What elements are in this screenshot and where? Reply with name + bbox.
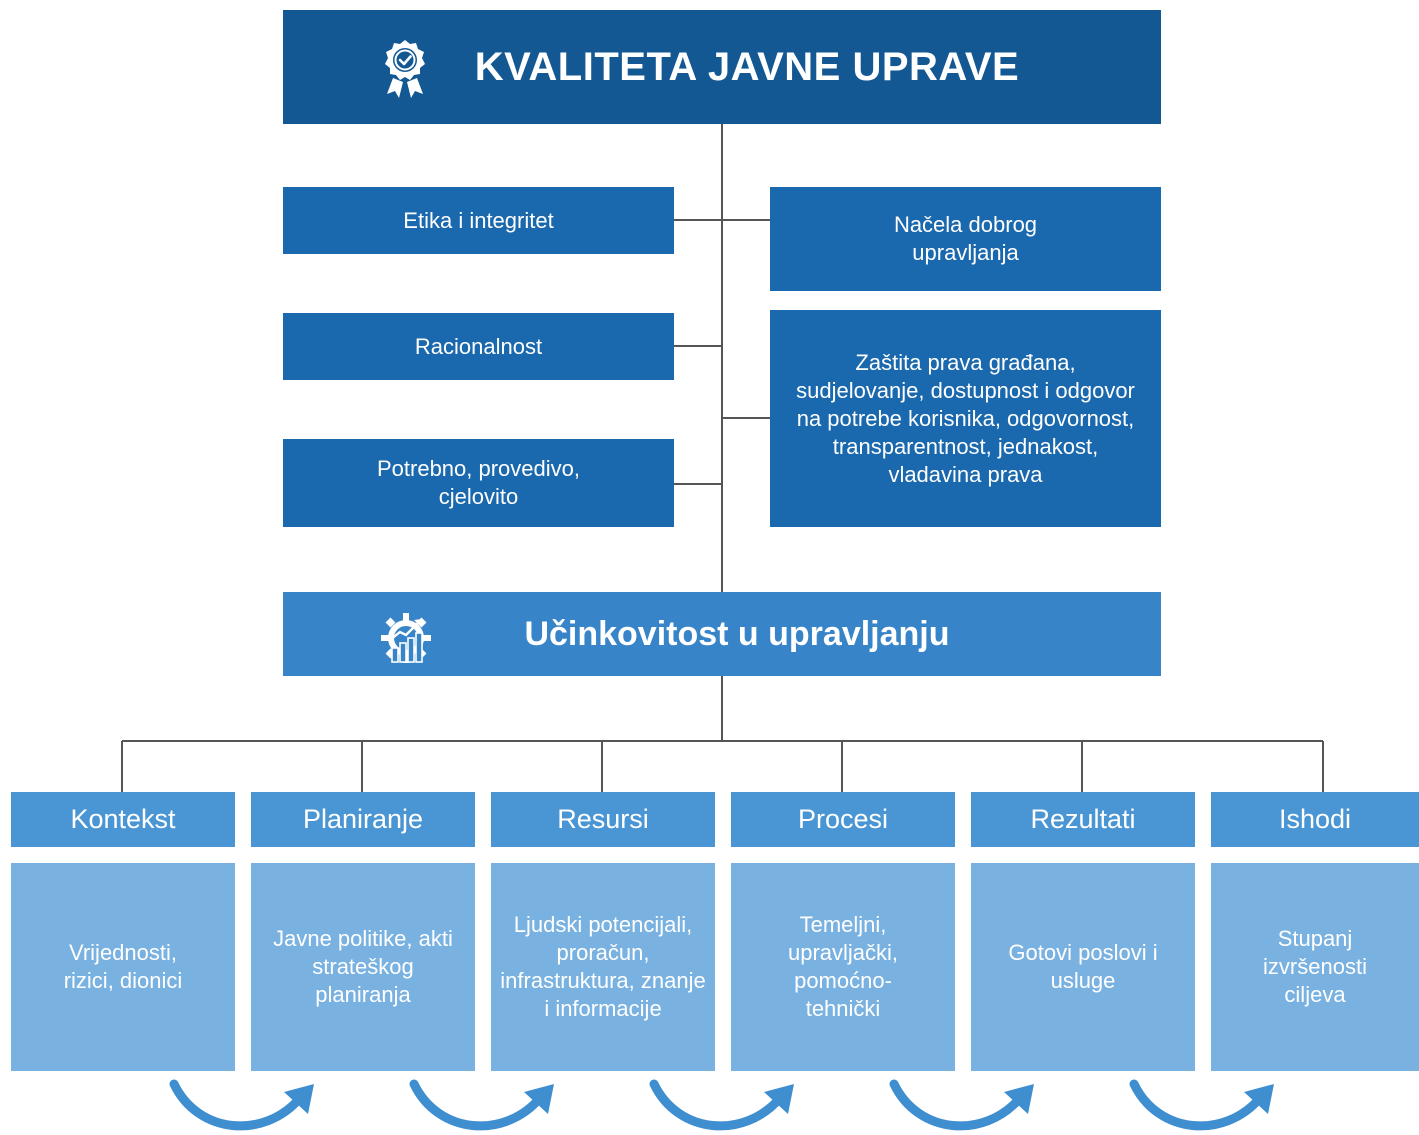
flow-arrow-icon xyxy=(409,1079,554,1131)
column-body-ishodi: Stupanj izvršenosti ciljeva xyxy=(1211,863,1419,1071)
principle-box-zastita: Zaštita prava građana, sudjelovanje, dos… xyxy=(770,310,1161,527)
column-body-resursi: Ljudski potencijali, proračun, infrastru… xyxy=(491,863,715,1071)
principle-label: Potrebno, provedivo, cjelovito xyxy=(376,456,581,509)
award-badge-icon xyxy=(383,38,427,110)
column-head-rezultati: Rezultati xyxy=(971,792,1195,847)
flow-arrow-icon xyxy=(169,1079,314,1131)
principle-box-nacela: Načela dobrog upravljanja xyxy=(770,187,1161,291)
column-head-procesi: Procesi xyxy=(731,792,955,847)
principle-box-potrebno: Potrebno, provedivo, cjelovito xyxy=(283,439,674,527)
principle-label: Zaštita prava građana, sudjelovanje, dos… xyxy=(796,349,1135,487)
column-head-label: Ishodi xyxy=(1278,804,1352,834)
main-title-box: KVALITETA JAVNE UPRAVE xyxy=(283,10,1161,124)
principle-label: Načela dobrog upravljanja xyxy=(893,212,1038,265)
column-head-ishodi: Ishodi xyxy=(1211,792,1419,847)
column-body-kontekst: Vrijednosti, rizici, dionici xyxy=(11,863,235,1071)
flow-arrow-icon xyxy=(1129,1079,1274,1131)
column-body-planiranje: Javne politike, akti strateškog planiran… xyxy=(251,863,475,1071)
column-head-planiranje: Planiranje xyxy=(251,792,475,847)
column-head-label: Procesi xyxy=(797,804,889,834)
gear-chart-icon xyxy=(378,610,434,675)
principle-box-etika: Etika i integritet xyxy=(283,187,674,254)
column-body-text: Gotovi poslovi i usluge xyxy=(1008,940,1158,993)
column-head-kontekst: Kontekst xyxy=(11,792,235,847)
column-head-label: Resursi xyxy=(557,804,649,834)
flow-arrow-icon xyxy=(889,1079,1034,1131)
column-body-rezultati: Gotovi poslovi i usluge xyxy=(971,863,1195,1071)
column-body-text: Ljudski potencijali, proračun, infrastru… xyxy=(500,912,706,1021)
column-body-text: Temeljni, upravljački, pomoćno-tehnički xyxy=(787,912,899,1021)
column-head-resursi: Resursi xyxy=(491,792,715,847)
column-head-label: Planiranje xyxy=(302,804,424,834)
column-head-label: Rezultati xyxy=(1030,804,1136,834)
principle-label: Etika i integritet xyxy=(403,207,554,233)
performance-title: Učinkovitost u upravljanju xyxy=(524,614,950,653)
flow-arrow-icon xyxy=(649,1079,794,1131)
performance-title-box: Učinkovitost u upravljanju xyxy=(283,592,1161,676)
principle-label: Racionalnost xyxy=(414,333,543,359)
principle-box-racionalnost: Racionalnost xyxy=(283,313,674,380)
column-head-label: Kontekst xyxy=(70,804,176,834)
column-body-text: Javne politike, akti strateškog planiran… xyxy=(273,926,453,1007)
main-title: KVALITETA JAVNE UPRAVE xyxy=(474,44,1020,89)
column-body-text: Vrijednosti, rizici, dionici xyxy=(63,940,183,993)
column-body-text: Stupanj izvršenosti ciljeva xyxy=(1263,926,1367,1007)
column-body-procesi: Temeljni, upravljački, pomoćno-tehnički xyxy=(731,863,955,1071)
